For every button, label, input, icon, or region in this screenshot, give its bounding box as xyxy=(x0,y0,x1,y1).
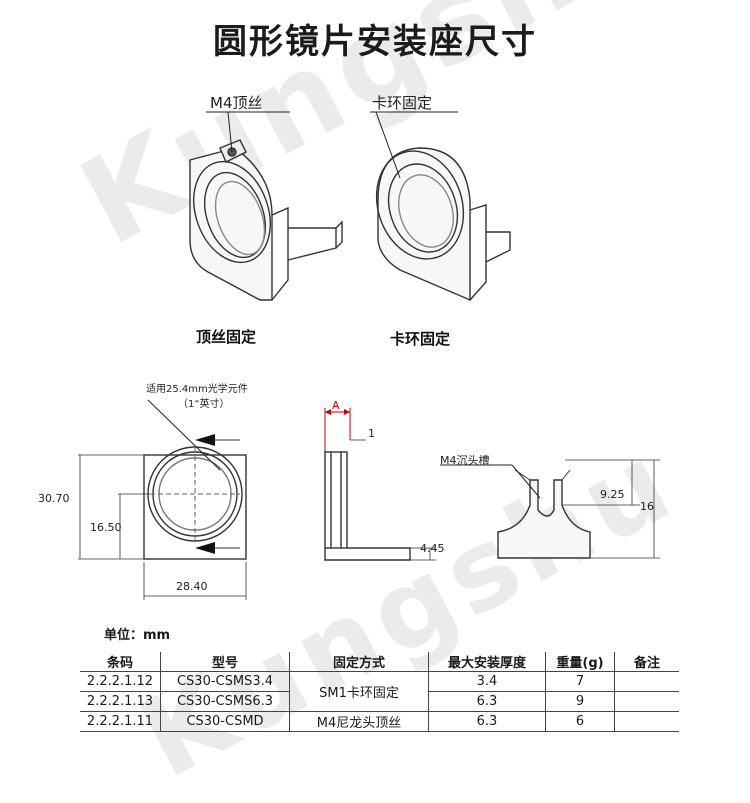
retaining-ring-caption: 卡环固定 xyxy=(390,330,451,348)
cell-model: CS30-CSMS3.4 xyxy=(160,671,290,692)
cell-weight: 7 xyxy=(545,671,615,692)
setscrew-callout: M4顶丝 xyxy=(210,94,263,112)
side-view xyxy=(324,408,436,561)
cell-barcode: 2.2.2.1.13 xyxy=(80,691,161,712)
cell-model: CS30-CSMD xyxy=(160,711,290,732)
optic-size-note: 适用25.4mm光学元件 xyxy=(146,384,248,395)
page-title: 圆形镜片安装座尺寸 xyxy=(213,22,537,62)
table-header-row: 条码 型号 固定方式 最大安装厚度 重量(g) 备注 xyxy=(80,652,679,672)
table-row: 2.2.2.1.12 CS30-CSMS3.4 SM1卡环固定 3.4 7 xyxy=(80,671,679,712)
unit-label: 单位：mm xyxy=(104,628,171,643)
header-mount-method: 固定方式 xyxy=(289,652,429,672)
retaining-ring-mount-illustration xyxy=(375,147,511,302)
dim-slot-depth: 9.25 xyxy=(600,488,625,501)
setscrew-caption: 顶丝固定 xyxy=(196,328,257,346)
dim-height: 30.70 xyxy=(38,492,70,505)
cell-model: CS30-CSMS6.3 xyxy=(160,691,290,712)
cell-weight: 6 xyxy=(545,711,615,732)
dim-base: 4.45 xyxy=(420,542,445,555)
header-barcode: 条码 xyxy=(80,652,161,672)
cell-weight: 9 xyxy=(545,691,615,712)
dim-width: 28.40 xyxy=(176,580,208,593)
cell-remarks xyxy=(614,711,679,732)
cell-remarks xyxy=(614,671,679,692)
retaining-ring-callout: 卡环固定 xyxy=(372,94,433,112)
dim-center-height: 16.50 xyxy=(90,521,122,534)
front-view xyxy=(78,399,247,600)
header-weight: 重量(g) xyxy=(545,652,615,672)
dim-a-label: A xyxy=(332,399,340,412)
cell-max-thickness: 3.4 xyxy=(428,671,546,692)
table-row: 2.2.2.1.11 CS30-CSMD M4尼龙头顶丝 6.3 6 xyxy=(80,711,679,732)
slot-view xyxy=(440,459,660,559)
cell-max-thickness: 6.3 xyxy=(428,711,546,732)
setscrew-mount-illustration xyxy=(189,139,343,301)
cell-barcode: 2.2.2.1.12 xyxy=(80,671,161,692)
cell-mount-method: SM1卡环固定 xyxy=(289,671,429,712)
spec-table: 条码 型号 固定方式 最大安装厚度 重量(g) 备注 2.2.2.1.12 CS… xyxy=(80,652,679,732)
slot-label: M4沉头槽 xyxy=(440,454,490,467)
header-max-thickness: 最大安装厚度 xyxy=(428,652,546,672)
header-remarks: 备注 xyxy=(614,652,679,672)
cell-mount-method: M4尼龙头顶丝 xyxy=(289,711,429,732)
cell-max-thickness: 6.3 xyxy=(428,691,546,712)
optic-size-note-inch: （1“英寸） xyxy=(178,399,230,410)
cell-barcode: 2.2.2.1.11 xyxy=(80,711,161,732)
dim-thickness: 1 xyxy=(368,427,375,440)
technical-drawing xyxy=(78,111,660,600)
dim-slot-height: 16 xyxy=(640,500,654,513)
cell-remarks xyxy=(614,691,679,712)
header-model: 型号 xyxy=(160,652,290,672)
